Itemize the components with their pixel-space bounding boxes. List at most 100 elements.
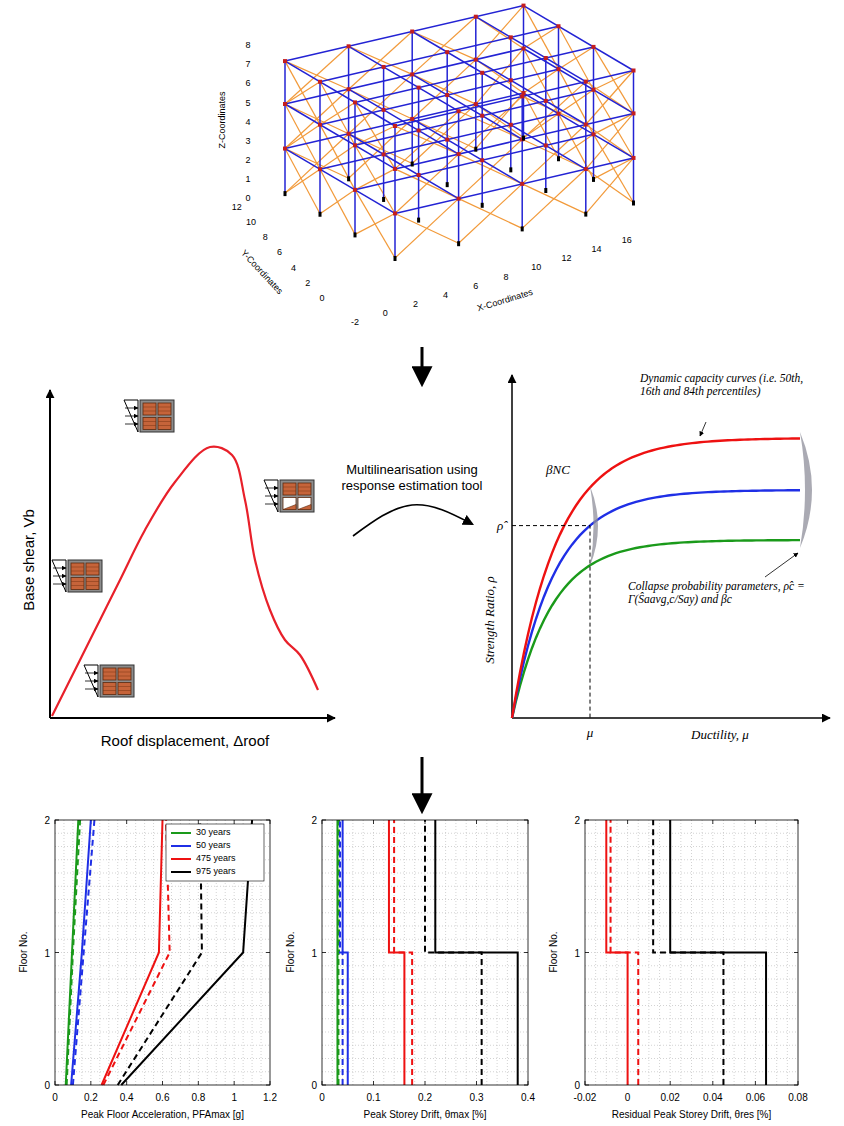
tick-label: 16 bbox=[622, 235, 632, 245]
brace bbox=[412, 104, 476, 163]
tick-label: 6 bbox=[473, 281, 478, 291]
window bbox=[143, 418, 156, 430]
legend-sample bbox=[171, 871, 191, 873]
tick bbox=[198, 1081, 199, 1085]
brace bbox=[395, 199, 459, 258]
tick-label: 2 bbox=[574, 815, 580, 826]
brick-line bbox=[118, 686, 131, 687]
brace bbox=[355, 145, 395, 213]
beam bbox=[395, 158, 634, 214]
tick-label: 2 bbox=[305, 278, 310, 288]
leader bbox=[765, 553, 798, 577]
joint bbox=[318, 123, 322, 127]
tick bbox=[198, 820, 199, 824]
brick-line bbox=[103, 686, 116, 687]
brick-line bbox=[158, 407, 171, 408]
load-arrow bbox=[85, 689, 98, 690]
joint bbox=[347, 132, 351, 136]
grid-line bbox=[153, 820, 154, 1085]
column bbox=[481, 73, 483, 205]
grid-line bbox=[135, 820, 136, 1085]
brick-line bbox=[283, 491, 296, 492]
plot-panel: Base shear, VbRoof displacement, Δroof bbox=[10, 385, 345, 755]
tick bbox=[373, 820, 374, 824]
load-triangle bbox=[264, 480, 278, 512]
tick-label: 12 bbox=[561, 253, 571, 263]
tick bbox=[126, 820, 127, 824]
support bbox=[394, 256, 397, 261]
brace bbox=[412, 119, 476, 149]
brace bbox=[349, 134, 413, 164]
load-arrow bbox=[125, 416, 138, 417]
tick-label: 0.4 bbox=[521, 1092, 535, 1103]
grid-line bbox=[322, 1018, 528, 1019]
joint bbox=[522, 47, 526, 51]
response-line bbox=[435, 820, 517, 1085]
tick bbox=[234, 820, 235, 824]
beam bbox=[476, 60, 586, 125]
tick-label: 0 bbox=[625, 1092, 631, 1103]
grid-line bbox=[322, 1045, 528, 1046]
joint bbox=[410, 30, 414, 34]
grid-line bbox=[585, 873, 798, 874]
beam bbox=[285, 93, 524, 149]
brick-line bbox=[158, 425, 171, 426]
grid-line bbox=[144, 820, 145, 1085]
joint bbox=[557, 67, 561, 71]
tick-label: 10 bbox=[246, 217, 256, 227]
brace bbox=[349, 46, 413, 74]
window bbox=[283, 498, 296, 510]
dispersion-shape bbox=[590, 486, 598, 566]
load-arrow bbox=[265, 488, 278, 489]
brace bbox=[412, 32, 476, 60]
window bbox=[86, 563, 99, 575]
plot-panel: Strength Ratio, ρDuctility, μ bbox=[470, 368, 835, 755]
response-line bbox=[394, 820, 412, 1085]
column bbox=[446, 52, 448, 184]
brick-line bbox=[71, 585, 84, 586]
tick-label: 4 bbox=[245, 117, 250, 127]
joint bbox=[509, 123, 513, 127]
axis-title: Y-Coordinates bbox=[239, 248, 285, 296]
grid-line bbox=[322, 833, 528, 834]
support bbox=[319, 212, 322, 217]
joint bbox=[592, 45, 596, 49]
joint bbox=[457, 152, 461, 156]
brick-line bbox=[118, 676, 131, 677]
joint bbox=[347, 87, 351, 91]
response-line bbox=[118, 820, 202, 1085]
beam bbox=[349, 89, 459, 154]
tick-label: 0.06 bbox=[746, 1092, 765, 1103]
tick bbox=[373, 1081, 374, 1085]
legend-box bbox=[166, 824, 264, 881]
brace bbox=[594, 90, 634, 158]
brick-line bbox=[158, 421, 171, 422]
brace bbox=[594, 134, 634, 202]
joint bbox=[318, 80, 322, 84]
grid-line bbox=[322, 965, 528, 966]
tick-label: 1 bbox=[245, 174, 250, 184]
joint bbox=[474, 58, 478, 62]
support bbox=[417, 218, 420, 223]
legend-sample bbox=[171, 832, 191, 834]
support bbox=[557, 156, 560, 161]
support bbox=[481, 203, 484, 208]
plot-panel: Floor No.Peak Storey Drift, θmax [%] bbox=[285, 812, 545, 1126]
tick-label: 4 bbox=[443, 290, 448, 300]
grid-line bbox=[55, 992, 270, 993]
tick bbox=[755, 820, 756, 824]
flow-arrow bbox=[353, 505, 472, 536]
grid-line bbox=[322, 1005, 528, 1006]
beam bbox=[355, 47, 594, 103]
joint bbox=[584, 167, 588, 171]
tick-label: 0 bbox=[52, 1092, 58, 1103]
tick bbox=[476, 820, 477, 824]
leader bbox=[700, 422, 706, 436]
brace bbox=[349, 119, 413, 178]
tick bbox=[126, 1081, 127, 1085]
grid-line bbox=[585, 912, 798, 913]
brick-line bbox=[103, 690, 116, 691]
building-icon bbox=[52, 560, 102, 592]
brick-line bbox=[71, 567, 84, 568]
